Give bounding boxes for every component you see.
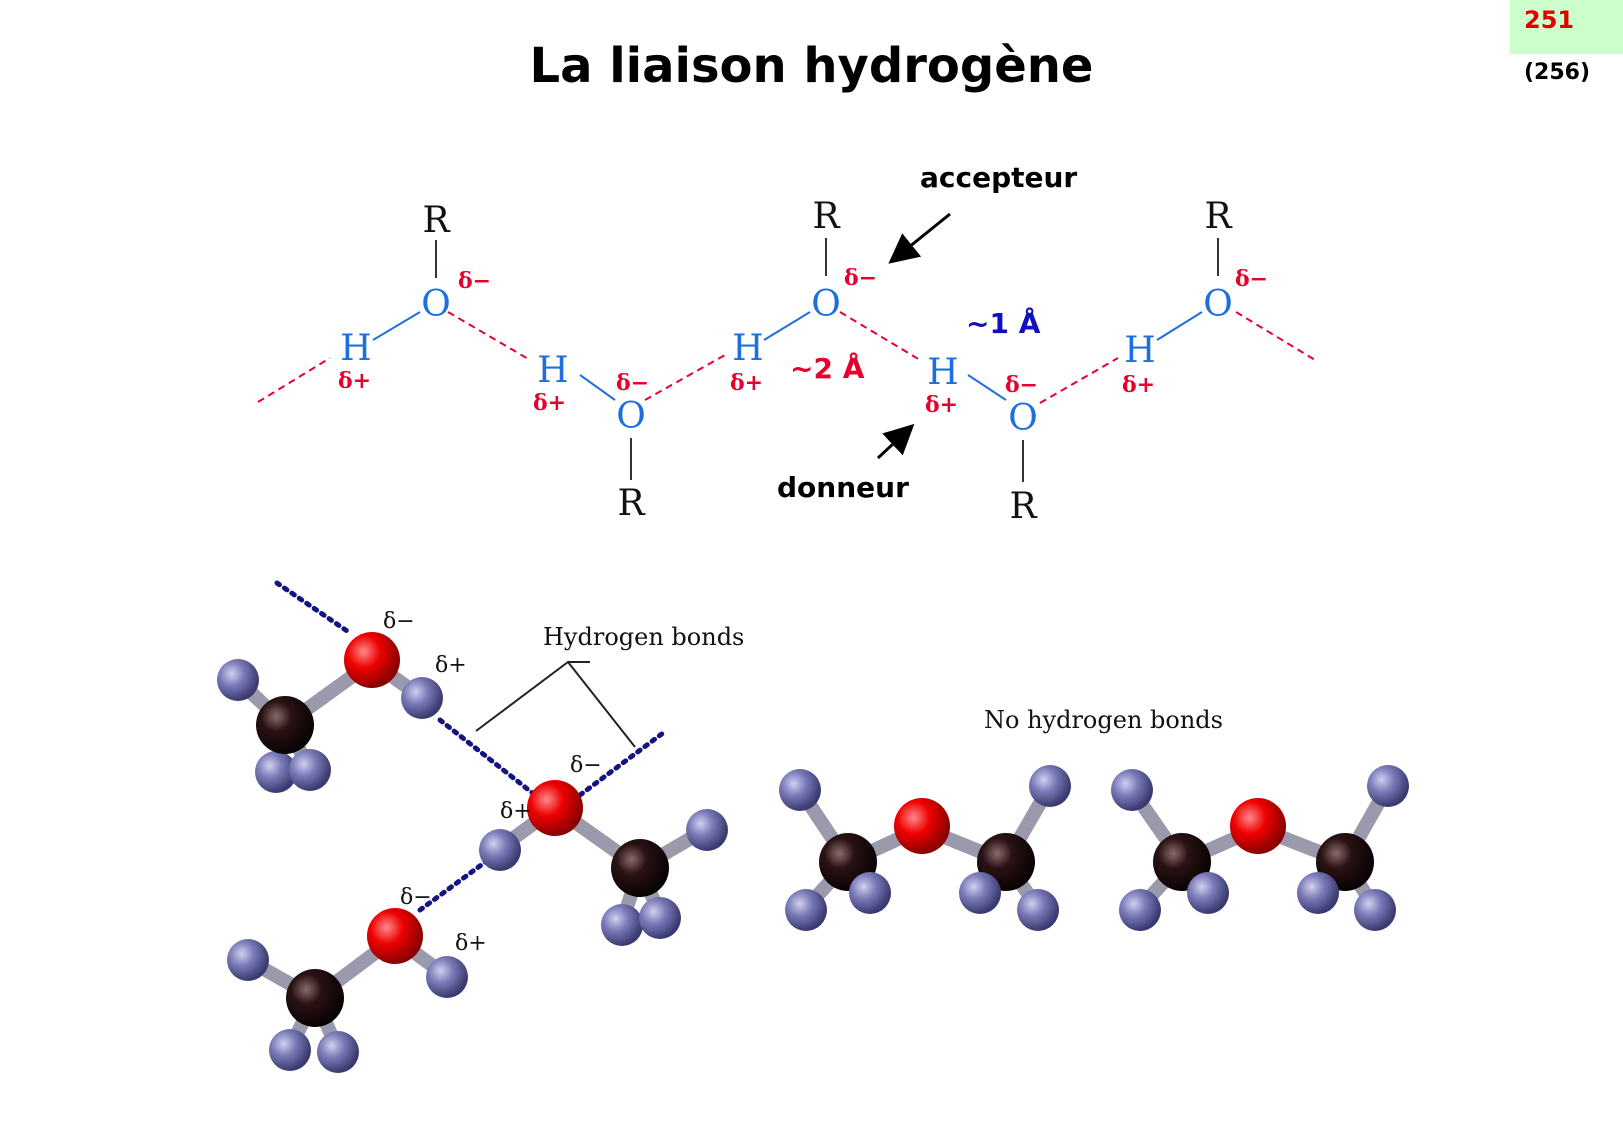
hydrogen-atom-ball	[289, 749, 331, 791]
r-group-label: R	[1204, 196, 1232, 237]
oxygen-atom-label: O	[811, 284, 841, 325]
distance-covalent-label: ~1 Å	[966, 306, 1041, 340]
oxygen-atom-ball	[1230, 798, 1286, 854]
carbon-atom-ball	[256, 696, 314, 754]
partial-charge-negative: δ−	[1235, 266, 1268, 292]
hbond-dots	[417, 857, 491, 913]
oxygen-atom-ball	[344, 632, 400, 688]
hydrogen-atom-ball	[959, 872, 1001, 914]
covalent-bond	[1156, 311, 1203, 341]
hydrogen-atom-ball	[1367, 765, 1409, 807]
partial-charge-negative: δ−	[844, 265, 877, 291]
hydrogen-atom-ball	[849, 872, 891, 914]
page-subnumber: (256)	[1524, 60, 1591, 85]
hydrogen-atom-label: H	[1124, 330, 1155, 371]
hydrogen-atom-ball	[1119, 889, 1161, 931]
donor-label: donneur	[777, 471, 909, 504]
hydrogen-atom-ball	[269, 1029, 311, 1071]
dimethyl-ether-molecule	[1111, 765, 1409, 931]
hydrogen-atom-ball	[217, 659, 259, 701]
hbond-dash	[839, 311, 921, 361]
hbond-label-connector	[475, 660, 636, 748]
oxygen-atom-label: O	[1008, 398, 1038, 439]
covalent-bond	[763, 311, 811, 341]
oxygen-atom-label: O	[1203, 284, 1233, 325]
model-charge-negative: δ−	[383, 609, 415, 634]
model-charge-negative: δ−	[400, 885, 432, 910]
r-group-label: R	[812, 196, 840, 237]
partial-charge-negative: δ−	[616, 370, 649, 396]
acceptor-label: accepteur	[920, 161, 1077, 194]
hydrogen-atom-ball	[686, 809, 728, 851]
hbond-dash	[447, 311, 531, 361]
oxygen-atom-label: O	[421, 284, 451, 325]
covalent-bond	[579, 374, 616, 401]
hydrogen-atom-ball	[1017, 889, 1059, 931]
hydrogen-atom-label: H	[732, 328, 763, 369]
schema-bonds	[257, 238, 1316, 482]
r-group-label: R	[1009, 486, 1037, 527]
hydrogen-atom-ball	[1297, 872, 1339, 914]
partial-charge-negative: δ−	[458, 268, 491, 294]
oxygen-atom-ball	[527, 780, 583, 836]
hbond-dash	[1235, 311, 1316, 361]
hydrogen-atom-ball	[779, 769, 821, 811]
hydrogen-bonds-label: Hydrogen bonds	[543, 623, 744, 651]
hydrogen-atom-ball	[227, 939, 269, 981]
model-charge-positive: δ+	[435, 653, 467, 678]
hbond-dots	[274, 580, 353, 636]
partial-charge-positive: δ+	[925, 392, 958, 418]
no-hydrogen-bonds-label: No hydrogen bonds	[984, 706, 1223, 734]
methanol-molecule	[227, 908, 468, 1073]
hydrogen-atom-label: H	[537, 350, 568, 391]
methanol-molecule	[217, 632, 443, 793]
distance-hbond-label: ~2 Å	[790, 351, 865, 385]
hydrogen-atom-ball	[639, 897, 681, 939]
hydrogen-atom-ball	[401, 677, 443, 719]
covalent-bond	[967, 374, 1007, 401]
hydrogen-atom-ball	[1111, 769, 1153, 811]
hbond-dots-group	[274, 580, 666, 913]
carbon-atom-ball	[286, 969, 344, 1027]
hbond-dash	[257, 357, 331, 403]
partial-charge-negative: δ−	[1005, 372, 1038, 398]
donor-arrow	[876, 423, 915, 460]
hydrogen-atom-ball	[479, 829, 521, 871]
page-number: 251	[1524, 6, 1575, 34]
covalent-bond	[372, 311, 421, 341]
hydrogen-atom-ball	[785, 889, 827, 931]
r-group-label: R	[617, 483, 645, 524]
methanol-molecule	[479, 780, 728, 946]
model-charge-positive: δ+	[500, 799, 532, 824]
hydrogen-atom-ball	[255, 751, 297, 793]
hydrogen-atom-ball	[426, 956, 468, 998]
oxygen-atom-ball	[367, 908, 423, 964]
oxygen-atom-label: O	[616, 396, 646, 437]
hbond-dots	[437, 717, 538, 798]
page-title: La liaison hydrogène	[529, 38, 1094, 94]
hydrogen-atom-ball	[1354, 889, 1396, 931]
hbond-dots	[577, 730, 666, 798]
page-number-badge: 251	[1510, 0, 1623, 54]
partial-charge-positive: δ+	[1122, 372, 1155, 398]
model-charge-negative: δ−	[570, 753, 602, 778]
hbond-dash	[1039, 357, 1119, 404]
hydrogen-atom-ball	[317, 1031, 359, 1073]
hydrogen-atom-ball	[1187, 872, 1229, 914]
hydrogen-atom-label: H	[927, 352, 958, 393]
hydrogen-atom-ball	[1029, 765, 1071, 807]
acceptor-arrow	[888, 212, 951, 264]
model-charge-positive: δ+	[455, 931, 487, 956]
hydrogen-atom-label: H	[340, 328, 371, 369]
partial-charge-positive: δ+	[338, 368, 371, 394]
dimethyl-ether-molecule	[779, 765, 1071, 931]
r-group-label: R	[422, 200, 450, 241]
carbon-atom-ball	[611, 839, 669, 897]
hydrogen-atom-ball	[601, 904, 643, 946]
partial-charge-positive: δ+	[730, 370, 763, 396]
partial-charge-positive: δ+	[533, 390, 566, 416]
oxygen-atom-ball	[894, 798, 950, 854]
hbond-dash	[644, 354, 726, 401]
